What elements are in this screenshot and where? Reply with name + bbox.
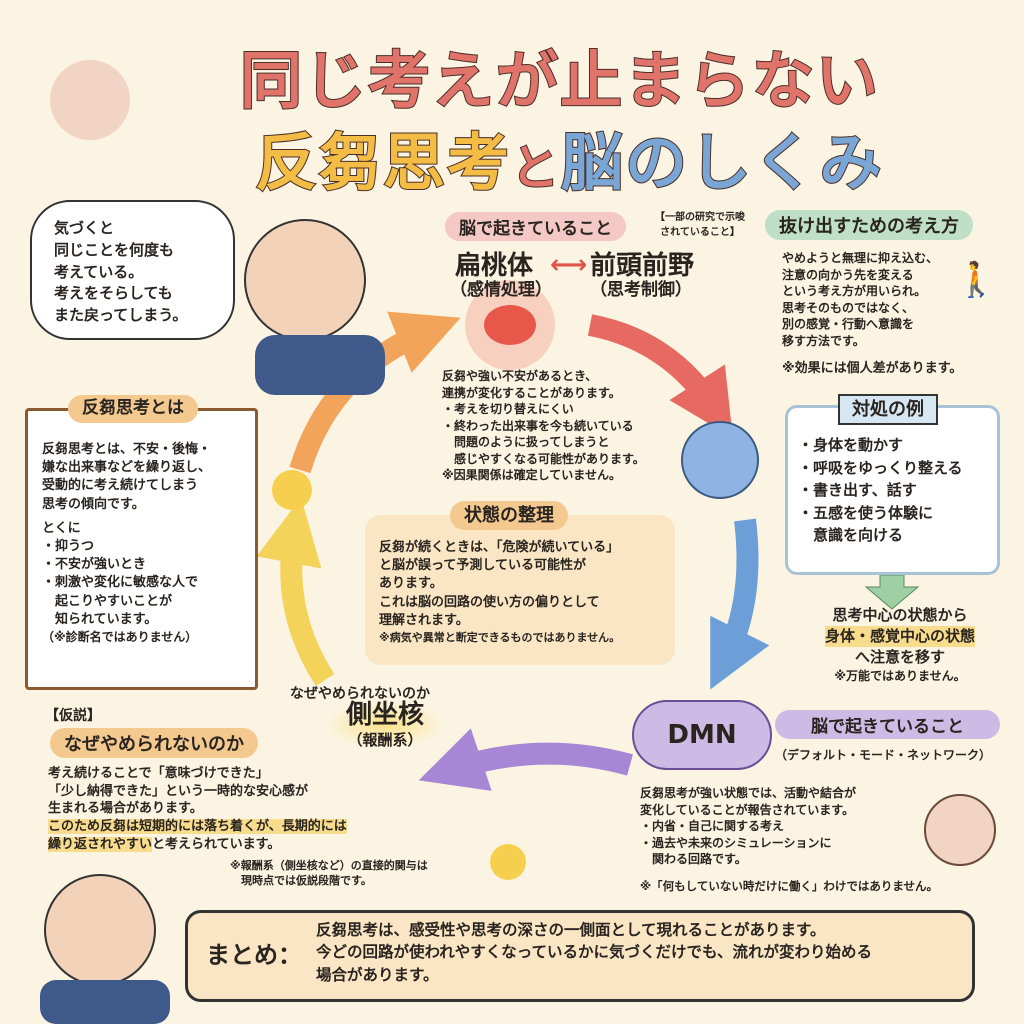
- woman-avatar-right: [924, 794, 996, 866]
- shift-line3: へ注意を移す: [854, 648, 945, 666]
- summary-box: まとめ： 反芻思考は、感受性や思考の深さの一側面として現れることがあります。 今…: [185, 910, 975, 1002]
- hypothesis-tag: 【仮説】: [45, 708, 101, 724]
- title-to: と: [510, 139, 562, 197]
- brain-body: 反芻や強い不安があるとき、 連携が変化することがあります。 ・考えを切り替えにく…: [442, 369, 645, 483]
- stairs-walker-icon: 🚶: [955, 260, 998, 300]
- hypothesis-highlight1: このため反芻は短期的には落ち着くが、長期的には: [48, 819, 347, 834]
- dmn-cloud: DMN: [632, 700, 772, 770]
- prefrontal-term: 前頭前野: [590, 251, 695, 281]
- amygdala-icon: [484, 305, 536, 345]
- dmn-body: 反芻思考が強い状態では、活動や結合が 変化していることが報告されています。 ・内…: [640, 786, 857, 867]
- escape-note: ※効果には個人差があります。: [782, 361, 963, 376]
- summary-body: 反芻思考は、感受性や思考の深さの一側面として現れることがあります。 今どの回路が…: [316, 921, 872, 984]
- hypothesis-note: ※報酬系（側坐核など）の直接的関与は 現時点では仮説段階です。: [230, 859, 428, 888]
- man-avatar-bottom: [44, 874, 156, 986]
- hypothesis-body: 考え続けることで「意味づけできた」 「少し納得できた」という一時的な安心感が 生…: [48, 766, 309, 817]
- thinking-woman-avatar: [50, 60, 130, 140]
- definition-item: ・抑うつ: [42, 538, 95, 554]
- definition-heading: 反芻思考とは: [68, 395, 198, 423]
- state-body: 反芻が続くときは、「危険が続いている」 と脳が誤って予測している可能性が ありま…: [379, 540, 620, 628]
- green-down-arrow: [864, 574, 920, 610]
- escape-body: やめようと無理に抑え込む、 注意の向かう先を変える という考え方が用いられ。 思…: [782, 251, 939, 348]
- definition-body: 反芻思考とは、不安・後悔・ 嫌な出来事などを繰り返し、 受動的に考え続けてしまう…: [42, 442, 212, 512]
- hypothesis-heading: なぜやめられないのか: [50, 728, 258, 758]
- definition-box: 反芻思考とは 反芻思考とは、不安・後悔・ 嫌な出来事などを繰り返し、 受動的に考…: [25, 395, 258, 690]
- blue-arrow: [710, 518, 770, 690]
- amygdala-sub: （感情処理）: [450, 280, 552, 300]
- red-arrow: [587, 314, 733, 438]
- escape-heading: 抜け出すための考え方: [765, 210, 973, 240]
- title-line2: 反芻思考と脳のしくみ: [254, 112, 884, 202]
- definition-note: （※診断名ではありません）: [42, 629, 198, 644]
- state-box: 状態の整理 反芻が続くときは、「危険が続いている」 と脳が誤って予測している可能…: [365, 501, 675, 665]
- definition-intro: とくに: [42, 520, 81, 536]
- purple-arrow: [418, 728, 633, 791]
- prefrontal-sub: （思考制御）: [590, 280, 692, 300]
- definition-item: ・刺激や変化に敏感な人で 起こりやすいことが 知られています。: [42, 575, 199, 627]
- coping-item: ・身体を動かす: [798, 436, 904, 454]
- shift-highlight: 身体・感覚中心の状態: [824, 626, 975, 647]
- nucleus-term: 側坐核: [345, 700, 424, 730]
- man-avatar-top: [244, 219, 366, 341]
- hypothesis-conclusion: このため反芻は短期的には落ち着くが、長期的には 繰り返されやすいと考えられていま…: [48, 818, 347, 854]
- coping-item: ・書き出す、話す: [798, 481, 917, 499]
- dmn-sub: （デフォルト・モード・ネットワーク）: [775, 748, 992, 762]
- dmn-note: ※「何もしていない時だけに働く」わけではありません。: [640, 879, 938, 893]
- title-line1: 同じ考えが止まらない: [239, 43, 881, 118]
- hypothesis-tail: と考えられています。: [152, 837, 281, 853]
- shift-line1: 思考中心の状態から: [832, 606, 968, 624]
- brain-heading: 脳で起きていること: [445, 212, 626, 241]
- state-note: ※病気や異常と断定できるものではありません。: [379, 630, 621, 644]
- coping-item: ・五感を使う体験に 意識を向ける: [798, 503, 934, 545]
- yellow-arrow: [256, 497, 335, 686]
- dmn-heading: 脳で起きていること: [775, 710, 1000, 739]
- worried-brain-icon: [681, 421, 759, 499]
- coping-box: 対処の例 ・身体を動かす ・呼吸をゆっくり整える ・書き出す、話す ・五感を使う…: [785, 394, 1000, 575]
- research-note: 【一部の研究で示唆 されていること】: [655, 212, 745, 238]
- nucleus-question: なぜやめられないのか: [290, 686, 430, 702]
- coping-heading: 対処の例: [838, 394, 938, 425]
- summary-label: まとめ：: [206, 941, 302, 969]
- title-rumination: 反芻思考: [254, 125, 512, 200]
- smiley-icon: [272, 470, 312, 510]
- state-heading: 状態の整理: [450, 501, 568, 531]
- smiley-coin-icon: [490, 844, 526, 880]
- title-brain: 脳のしくみ: [560, 125, 884, 200]
- hypothesis-highlight2: 繰り返されやすい: [48, 837, 153, 853]
- speech-bubble: 気づくと 同じことを何度も 考えている。 考えをそらしても また戻ってしまう。: [30, 200, 235, 340]
- shift-block: 思考中心の状態から 身体・感覚中心の状態 へ注意を移す ※万能ではありません。: [790, 605, 1010, 685]
- nucleus-block: 側坐核 （報酬系）: [325, 700, 445, 750]
- bidirectional-arrow-icon: ⟷: [550, 250, 588, 280]
- amygdala-term: 扁桃体: [455, 251, 534, 281]
- nucleus-sub: （報酬系）: [347, 731, 423, 750]
- coping-item: ・呼吸をゆっくり整える: [798, 458, 963, 477]
- definition-item: ・不安が強いとき: [42, 557, 147, 573]
- shift-note: ※万能ではありません。: [834, 669, 966, 683]
